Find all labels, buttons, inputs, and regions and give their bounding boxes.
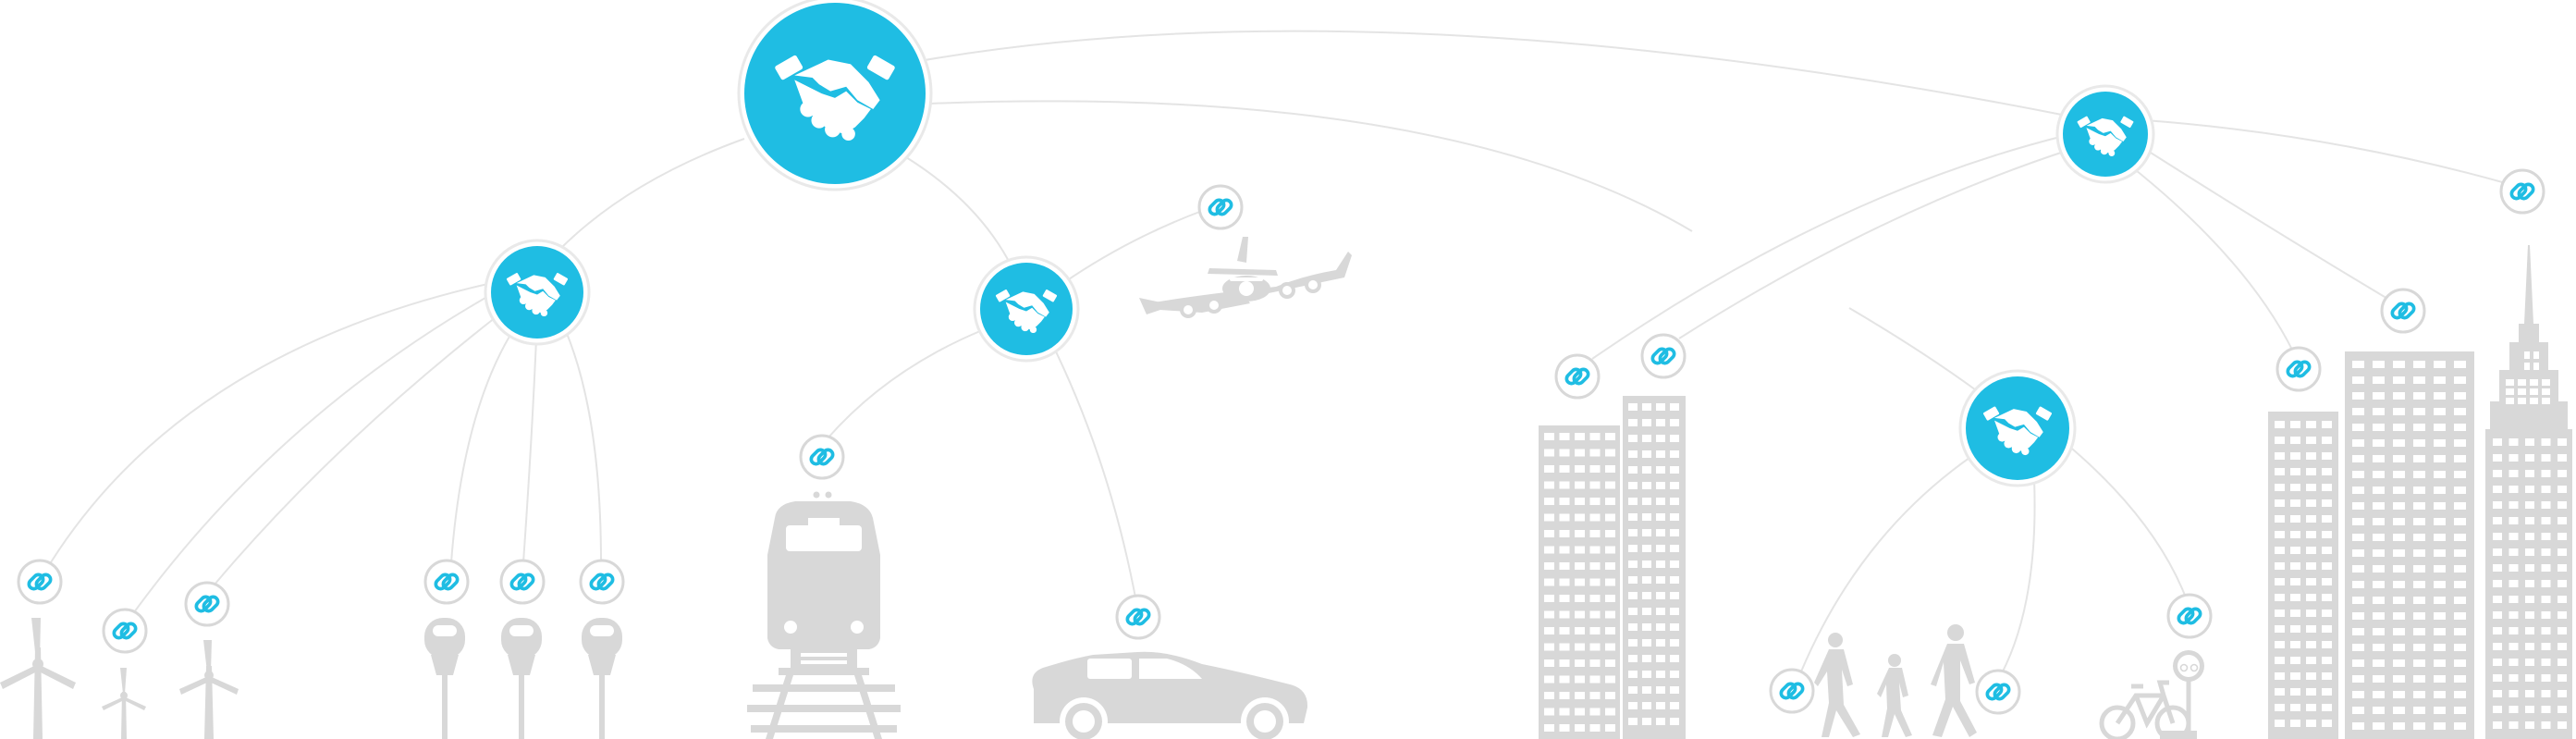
hub-people xyxy=(1958,369,2077,487)
link-node xyxy=(184,581,230,627)
train xyxy=(747,491,901,739)
connection-line xyxy=(50,282,493,563)
hub-transport xyxy=(973,255,1080,363)
link-node xyxy=(423,559,470,605)
connection-line xyxy=(1591,135,2065,360)
connection-line xyxy=(522,338,537,563)
bicycle xyxy=(2099,650,2204,739)
hub-main xyxy=(737,0,933,191)
link-node xyxy=(1115,594,1161,640)
link-node xyxy=(2166,593,2213,639)
link-node xyxy=(1197,184,1244,230)
link-node xyxy=(17,559,63,605)
connection-line xyxy=(2066,443,2187,598)
connection-line xyxy=(2142,147,2390,301)
connection-line xyxy=(905,156,1013,269)
connection-line xyxy=(214,310,505,585)
hub-city xyxy=(2055,84,2155,184)
link-node xyxy=(102,608,148,654)
connection-lines xyxy=(50,30,2507,674)
connection-line xyxy=(924,30,2067,117)
partner-hubs xyxy=(484,0,2155,487)
link-node xyxy=(2499,168,2545,215)
link-node xyxy=(1769,668,1815,714)
link-node xyxy=(1975,669,2021,715)
connection-line xyxy=(827,330,981,439)
connection-line xyxy=(928,100,1693,232)
office-tower xyxy=(1539,425,1620,739)
skyscraper xyxy=(2268,412,2338,739)
connection-line xyxy=(1848,307,1980,393)
connection-line xyxy=(2144,119,2507,184)
wind-turbine-small xyxy=(102,668,146,739)
connection-line xyxy=(133,293,493,613)
pedestrians xyxy=(1814,624,1977,737)
connection-line xyxy=(558,138,745,251)
link-node xyxy=(799,434,845,480)
link-node xyxy=(1554,353,1601,400)
connection-line xyxy=(2130,166,2294,352)
link-node xyxy=(579,559,625,605)
connection-line xyxy=(1062,210,1203,284)
parking-meter xyxy=(582,618,622,739)
connection-line xyxy=(1678,149,2070,339)
parking-meter xyxy=(424,618,465,739)
connection-line xyxy=(2001,478,2036,674)
link-node xyxy=(1640,333,1687,379)
connection-line xyxy=(1800,457,1970,672)
link-node xyxy=(499,559,546,605)
connection-line xyxy=(1053,347,1136,598)
silhouettes xyxy=(0,237,2572,739)
sensor-nodes xyxy=(17,168,2545,715)
office-tower xyxy=(1623,396,1686,739)
connection-line xyxy=(565,330,602,563)
airplane xyxy=(1139,237,1352,318)
connection-line xyxy=(450,334,511,563)
wind-turbine-large xyxy=(0,618,76,739)
wind-turbine-medium xyxy=(179,640,239,739)
hub-energy xyxy=(484,239,591,346)
skyscraper xyxy=(2345,351,2474,739)
parking-meter xyxy=(501,618,542,739)
skyscraper xyxy=(2485,245,2572,739)
link-node xyxy=(2275,346,2322,392)
car xyxy=(1032,651,1308,739)
link-node xyxy=(2380,288,2426,334)
